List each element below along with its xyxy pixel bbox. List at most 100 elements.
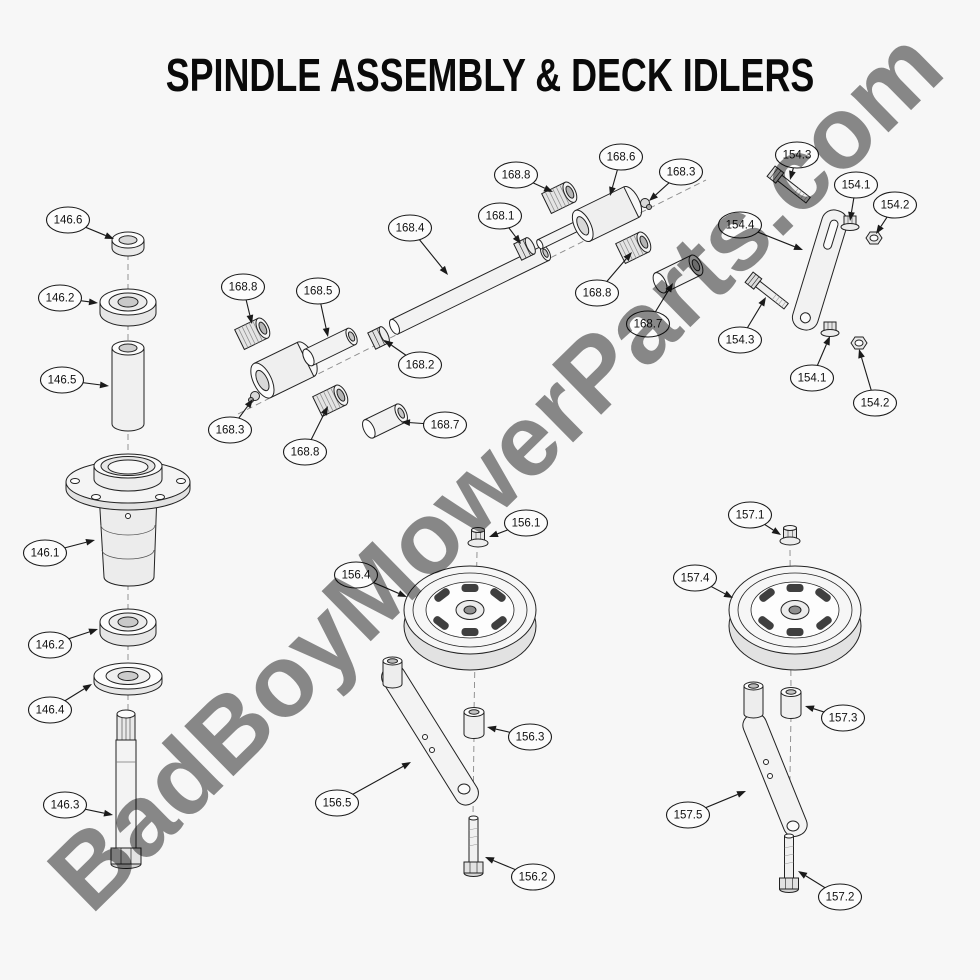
callout-146.6: 146.6 — [45, 206, 114, 239]
svg-text:168.7: 168.7 — [431, 420, 460, 432]
svg-text:146.4: 146.4 — [36, 705, 65, 717]
svg-text:168.8: 168.8 — [583, 288, 612, 300]
part-washer-146-4 — [93, 662, 163, 696]
callout-146.1: 146.1 — [22, 538, 95, 567]
part-spacer-157-3 — [780, 687, 802, 719]
callout-168.1: 168.1 — [477, 202, 523, 244]
svg-text:168.3: 168.3 — [216, 425, 245, 437]
callout-157.3: 157.3 — [805, 704, 866, 732]
part-flange-nut-156-1 — [467, 527, 489, 548]
svg-text:146.2: 146.2 — [36, 640, 65, 652]
svg-text:154.1: 154.1 — [798, 373, 827, 385]
callout-156.5: 156.5 — [314, 762, 411, 817]
callout-168.4: 168.4 — [387, 214, 448, 275]
callout-layer: 146.6 146.2 146.5 146.1 146.2 146.4 146.3 168.8… — [22, 141, 918, 911]
part-tube-168-5 — [302, 327, 358, 367]
callout-154.1: 154.1 — [789, 336, 835, 392]
part-bolt-156-2 — [463, 815, 484, 877]
part-idler-bracket-154-4 — [791, 209, 849, 331]
callout-146.5: 146.5 — [39, 366, 109, 394]
part-bushing-168-8-a — [541, 181, 578, 215]
svg-text:157.4: 157.4 — [681, 573, 710, 585]
svg-text:156.1: 156.1 — [512, 518, 541, 530]
callout-168.3: 168.3 — [649, 158, 704, 201]
callout-168.8: 168.8 — [282, 406, 328, 466]
part-spindle-shaft-146-3 — [110, 709, 142, 869]
part-nut-154-2-b — [850, 336, 868, 350]
part-idler-pulley-157-4 — [728, 565, 862, 671]
svg-text:157.3: 157.3 — [829, 713, 858, 725]
svg-text:154.1: 154.1 — [842, 180, 871, 192]
part-spacer-tube-146-5 — [111, 340, 145, 432]
svg-text:154.2: 154.2 — [881, 200, 910, 212]
callout-156.2: 156.2 — [485, 857, 556, 891]
callout-168.7: 168.7 — [401, 411, 468, 439]
svg-text:146.5: 146.5 — [48, 375, 77, 387]
callout-156.1: 156.1 — [489, 509, 549, 537]
svg-text:154.2: 154.2 — [861, 398, 890, 410]
callout-154.4: 154.4 — [717, 211, 803, 250]
svg-text:156.5: 156.5 — [323, 798, 352, 810]
svg-text:168.7: 168.7 — [634, 319, 663, 331]
callout-168.3: 168.3 — [207, 399, 253, 444]
svg-text:168.8: 168.8 — [291, 447, 320, 459]
callout-157.2: 157.2 — [798, 871, 863, 911]
callout-156.3: 156.3 — [487, 723, 553, 751]
callout-146.4: 146.4 — [27, 684, 92, 724]
callout-154.2: 154.2 — [852, 349, 898, 417]
callout-146.2: 146.2 — [27, 628, 98, 659]
part-flange-nut-154-1-b — [820, 321, 840, 337]
svg-text:168.5: 168.5 — [304, 286, 333, 298]
callout-154.1: 154.1 — [833, 171, 879, 221]
svg-text:156.2: 156.2 — [519, 872, 548, 884]
part-bushing-168-8-d — [312, 384, 349, 418]
callout-157.5: 157.5 — [665, 791, 746, 829]
callout-156.4: 156.4 — [333, 561, 407, 597]
part-nut-154-2-a — [865, 231, 883, 245]
svg-text:146.3: 146.3 — [51, 800, 80, 812]
svg-text:157.5: 157.5 — [674, 810, 703, 822]
part-spacer-168-7-a — [652, 254, 704, 294]
part-bushing-168-8-c — [234, 317, 271, 351]
svg-text:156.3: 156.3 — [516, 732, 545, 744]
svg-text:154.3: 154.3 — [726, 335, 755, 347]
part-cap-146-6 — [111, 231, 145, 257]
callout-168.5: 168.5 — [295, 277, 341, 337]
part-grease-fitting-168-3-b — [248, 391, 260, 403]
callout-157.4: 157.4 — [672, 564, 733, 598]
svg-text:146.6: 146.6 — [54, 215, 83, 227]
svg-text:157.1: 157.1 — [736, 510, 765, 522]
part-arm-pivot-168 — [250, 341, 318, 399]
svg-text:156.4: 156.4 — [342, 570, 371, 582]
svg-text:154.3: 154.3 — [783, 150, 812, 162]
svg-text:168.4: 168.4 — [396, 223, 425, 235]
svg-text:168.1: 168.1 — [486, 211, 515, 223]
part-bolt-154-3-bottom — [744, 271, 789, 310]
svg-text:168.3: 168.3 — [667, 167, 696, 179]
svg-text:168.8: 168.8 — [229, 282, 258, 294]
part-bearing-upper-146-2 — [99, 288, 157, 327]
callout-154.2: 154.2 — [872, 191, 918, 234]
svg-text:146.1: 146.1 — [31, 548, 60, 560]
svg-text:168.2: 168.2 — [406, 360, 435, 372]
part-spindle-housing-146-1 — [65, 453, 191, 587]
part-nut-168-1 — [513, 237, 536, 261]
callout-168.8: 168.8 — [493, 161, 553, 192]
part-bolt-154-3-top — [766, 165, 811, 204]
part-idler-arm-157-5 — [742, 681, 808, 837]
part-spacer-156-3 — [463, 707, 485, 739]
svg-text:154.4: 154.4 — [726, 220, 755, 232]
callout-168.8: 168.8 — [220, 273, 266, 324]
callout-168.7: 168.7 — [625, 283, 673, 338]
callout-154.3: 154.3 — [717, 297, 766, 354]
part-bearing-lower-146-2 — [99, 608, 157, 647]
svg-text:168.8: 168.8 — [502, 170, 531, 182]
svg-text:157.2: 157.2 — [826, 892, 855, 904]
callout-146.3: 146.3 — [42, 791, 113, 819]
part-long-tube-168-4 — [388, 245, 552, 335]
callout-157.1: 157.1 — [727, 501, 781, 535]
callout-146.2: 146.2 — [37, 284, 98, 312]
part-idler-arm-156-5 — [381, 656, 479, 806]
part-bolt-157-2 — [778, 833, 800, 893]
